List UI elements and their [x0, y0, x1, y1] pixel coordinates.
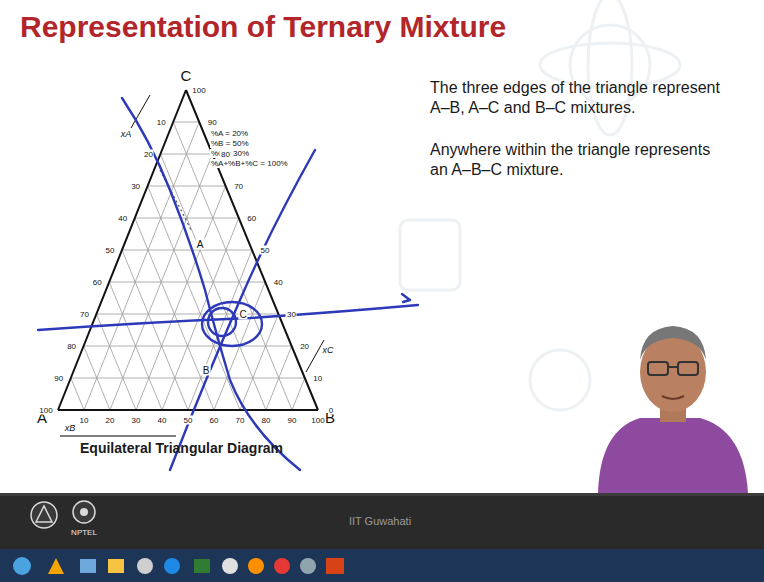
composition-note: %A = 20%: [210, 129, 249, 138]
tick-number: 100: [310, 416, 325, 425]
tick-number: 0: [328, 406, 334, 415]
tick-number: 40: [273, 278, 284, 287]
tick-number: 80: [261, 416, 272, 425]
tick-number: 100: [38, 406, 53, 415]
tick-number: 80: [66, 342, 77, 351]
tick-number: 70: [233, 182, 244, 191]
vertex-label: C: [181, 68, 192, 84]
tick-number: 50: [183, 416, 194, 425]
tick-number: 60: [92, 278, 103, 287]
tick-number: 100: [191, 86, 206, 95]
tick-number: 40: [157, 416, 168, 425]
grid-line: [122, 250, 252, 251]
tick-number: 20: [105, 416, 116, 425]
composition-note: %B = 50%: [210, 139, 250, 148]
composition-note: %A+%B+%C = 100%: [210, 159, 289, 168]
grid-line: [96, 314, 136, 410]
tick-number: 50: [105, 246, 116, 255]
tick-number: 20: [299, 342, 310, 351]
tick-number: 30: [286, 310, 297, 319]
grid-line: [148, 186, 226, 187]
point-label: A: [196, 239, 205, 250]
tick-number: 90: [287, 416, 298, 425]
grid-line: [240, 314, 278, 410]
grid-line: [292, 378, 305, 410]
axis-label: xB: [64, 423, 77, 433]
grid-line: [58, 409, 318, 411]
grid-line: [173, 122, 199, 123]
grid-line: [84, 122, 199, 410]
logo-caption: NPTEL: [71, 528, 97, 537]
tick-number: 90: [207, 118, 218, 127]
tick-number: 10: [312, 374, 323, 383]
grid-line: [173, 122, 292, 410]
axis-label: xC: [322, 345, 335, 355]
axis-label: xA: [120, 129, 133, 139]
tick-number: 60: [246, 214, 257, 223]
grid-line: [58, 90, 186, 410]
grid-line: [131, 95, 150, 128]
tick-number: 80: [220, 150, 231, 159]
tick-number: 90: [53, 374, 64, 383]
tick-number: 10: [79, 416, 90, 425]
tick-number: 50: [260, 246, 271, 255]
grid-line: [122, 250, 188, 410]
point-label: B: [202, 365, 211, 376]
grid-line: [96, 314, 278, 315]
tick-number: 70: [235, 416, 246, 425]
footer-text: IIT Guwahati: [349, 515, 411, 527]
body-text: The three edges of the triangle represen…: [430, 78, 730, 118]
grid-line: [188, 250, 252, 410]
tick-number: 10: [156, 118, 167, 127]
figure-caption: Equilateral Triangular Diagram: [80, 440, 283, 456]
grid-line: [110, 154, 212, 410]
tick-number: 30: [131, 416, 142, 425]
tick-number: 40: [117, 214, 128, 223]
grid-line: [71, 378, 305, 379]
grid-line: [148, 186, 240, 410]
tick-number: 60: [209, 416, 220, 425]
grid-line: [160, 154, 266, 410]
grid-line: [84, 346, 292, 347]
point-label: C: [238, 309, 247, 320]
grid-line: [71, 378, 84, 410]
tick-number: 20: [143, 150, 154, 159]
tick-number: 70: [79, 310, 90, 319]
tick-number: 30: [130, 182, 141, 191]
slide-title: Representation of Ternary Mixture: [20, 10, 506, 44]
grid-line: [186, 90, 318, 410]
body-text: Anywhere within the triangle represents …: [430, 140, 730, 180]
